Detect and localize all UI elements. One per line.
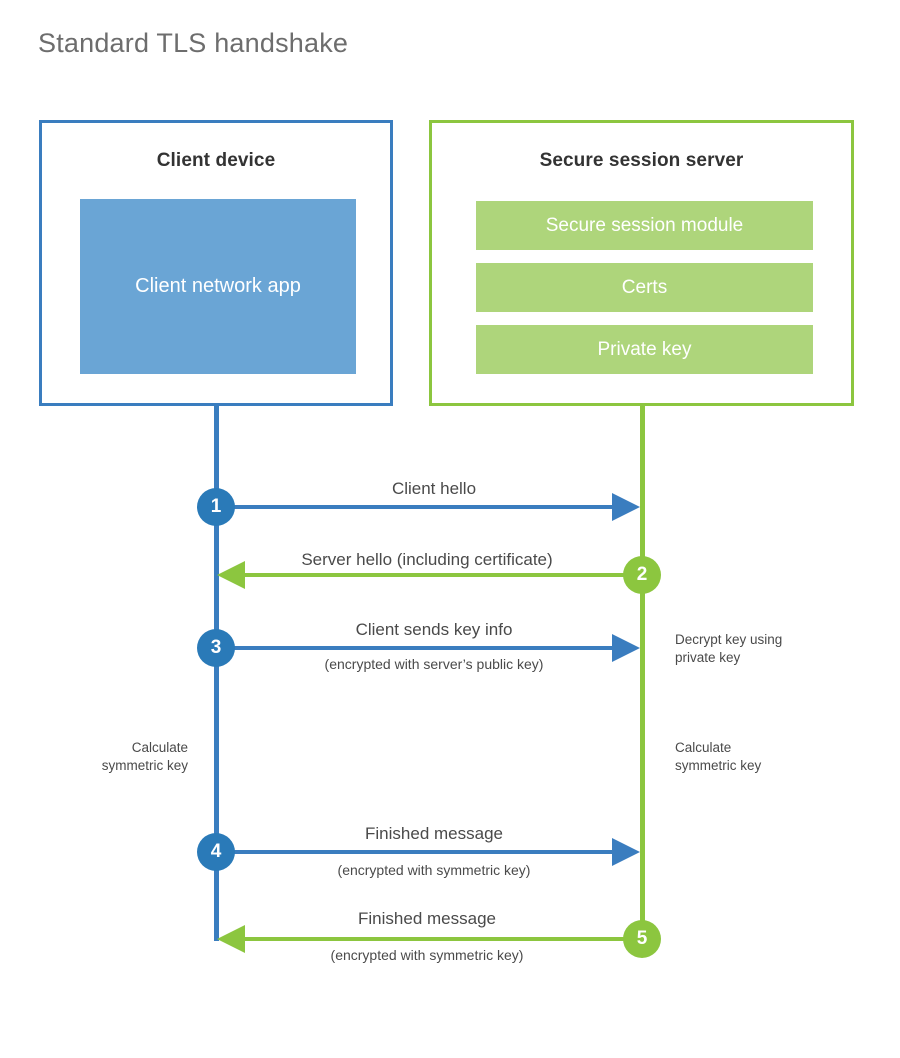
step-1-label: Client hello: [391, 479, 477, 498]
note-server-calculate-line-2: symmetric key: [675, 758, 762, 774]
step-4-sublabel: (encrypted with symmetric key): [337, 862, 531, 878]
note-server-calculate-line-1: Calculate: [675, 740, 732, 755]
note-decrypt-key-line-1: Decrypt key using: [675, 632, 783, 647]
note-server-calculate-symmetric-key: Calculate symmetric key: [675, 739, 761, 775]
step-circle-2[interactable]: 2: [623, 556, 661, 594]
server-module-private-key: Private key: [476, 325, 813, 374]
note-decrypt-key-line-2: private key: [675, 650, 741, 666]
step-circle-4[interactable]: 4: [197, 833, 235, 871]
client-device-box: Client device Client network app: [39, 120, 393, 406]
note-decrypt-key: Decrypt key using private key: [675, 631, 782, 667]
note-client-calculate-line-1: Calculate: [131, 740, 188, 755]
server-lifeline: [640, 403, 645, 939]
server-module-secure-session-module: Secure session module: [476, 201, 813, 250]
step-5-label: Finished message: [358, 909, 496, 928]
server-module-certs: Certs: [476, 263, 813, 312]
server-modules-list: Secure session module Certs Private key: [476, 201, 813, 387]
step-3-label: Client sends key info: [355, 620, 513, 639]
secure-session-server-title: Secure session server: [539, 150, 744, 171]
step-circle-1[interactable]: 1: [197, 488, 235, 526]
step-5-sublabel: (encrypted with symmetric key): [330, 947, 524, 963]
client-network-app-block: Client network app: [80, 199, 356, 374]
client-device-title: Client device: [156, 150, 276, 171]
step-4-label: Finished message: [365, 824, 503, 843]
client-lifeline: [214, 403, 219, 941]
note-client-calculate-symmetric-key: Calculate symmetric key: [20, 739, 188, 775]
secure-session-server-box: Secure session server Secure session mod…: [429, 120, 854, 406]
note-client-calculate-line-2: symmetric key: [101, 758, 188, 774]
step-circle-3[interactable]: 3: [197, 629, 235, 667]
page-title: Standard TLS handshake: [38, 28, 349, 58]
step-2-label: Server hello (including certificate): [301, 550, 553, 569]
step-3-sublabel: (encrypted with server’s public key): [324, 656, 544, 672]
step-circle-5[interactable]: 5: [623, 920, 661, 958]
